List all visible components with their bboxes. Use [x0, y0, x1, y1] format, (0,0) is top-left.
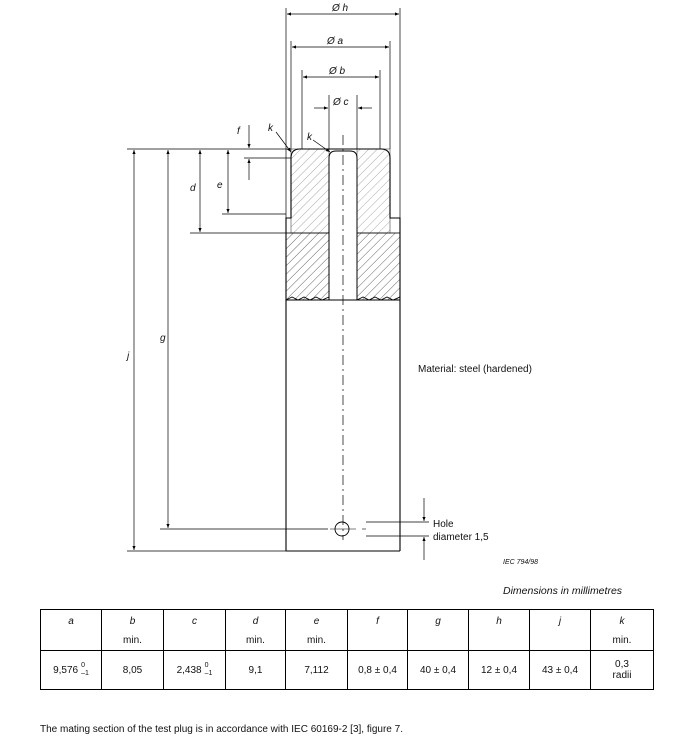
value-j: 43 ± 0,4 — [529, 650, 591, 690]
value-f: 0,8 ± 0,4 — [347, 650, 408, 690]
value-g: 40 ± 0,4 — [407, 650, 469, 690]
hole-dim-arrows — [366, 498, 429, 560]
dim-label-j: j — [125, 351, 130, 362]
material-note: Material: steel (hardened) — [418, 364, 532, 375]
value-b: 8,05 — [101, 650, 164, 690]
header-h: h — [468, 609, 530, 651]
central-bore — [328, 135, 358, 540]
units-caption: Dimensions in millimetres — [503, 585, 623, 597]
dim-d-e — [190, 148, 286, 234]
value-a: 9,576 0–1 — [40, 650, 102, 690]
table-value-row: 9,576 0–1 8,05 2,438 0–1 9,1 7,112 0,8 ±… — [40, 650, 654, 690]
figure-code: IEC 794/98 — [503, 559, 538, 566]
value-c: 2,438 0–1 — [163, 650, 226, 690]
dim-label-c: Ø c — [332, 97, 349, 108]
header-a: a — [40, 609, 102, 651]
diameter-dimensions — [285, 8, 401, 218]
hole-note-line1: Hole — [433, 519, 454, 530]
header-g: g — [407, 609, 469, 651]
dim-label-a: Ø a — [326, 36, 344, 47]
dim-label-k-outer: k — [268, 123, 274, 134]
value-e: 7,112 — [285, 650, 348, 690]
value-d: 9,1 — [225, 650, 286, 690]
dim-label-e: e — [217, 180, 223, 191]
dim-label-b: Ø b — [328, 66, 346, 77]
technical-drawing: Ø h Ø a Ø b Ø c k k f d e g j — [125, 3, 538, 566]
dim-label-k-inner: k — [307, 132, 313, 143]
dim-label-f: f — [237, 126, 241, 137]
header-j: j — [529, 609, 591, 651]
dim-label-h: Ø h — [331, 3, 349, 14]
value-h: 12 ± 0,4 — [468, 650, 530, 690]
dim-label-g: g — [160, 333, 166, 344]
header-c: c — [163, 609, 226, 651]
cross-hole — [330, 521, 366, 537]
hole-note-line2: diameter 1,5 — [433, 532, 489, 543]
dim-label-d: d — [190, 183, 196, 194]
dim-g-j — [127, 148, 328, 552]
header-f: f — [347, 609, 408, 651]
dim-f — [244, 125, 291, 180]
break-lines — [285, 296, 401, 301]
footnote: The mating section of the test plug is i… — [40, 724, 403, 735]
